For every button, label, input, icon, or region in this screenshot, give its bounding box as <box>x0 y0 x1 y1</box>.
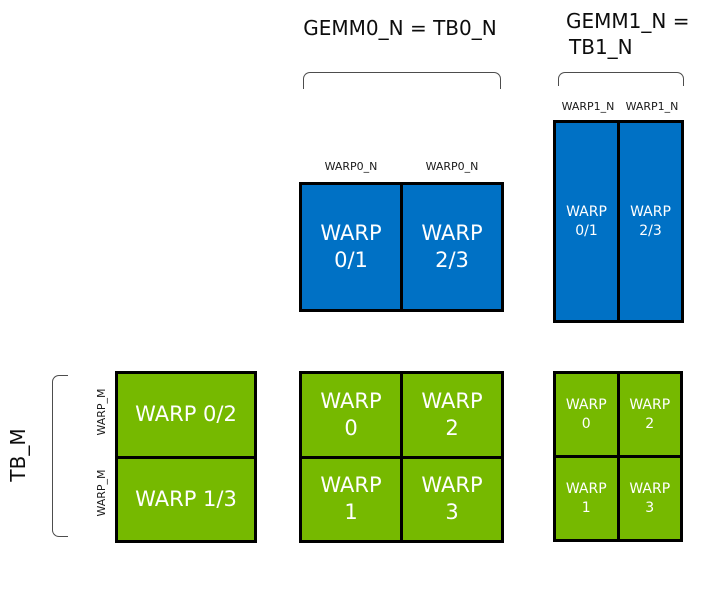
warp-ids: 0/1 <box>575 222 598 239</box>
gemm0-warp-2: WARP 2 <box>403 374 501 456</box>
heading-gemm1-n: GEMM1_N = TB1_N <box>566 8 726 60</box>
label-warp1-n-1: WARP1_N <box>625 100 679 113</box>
label-warp-m-1: WARP_M <box>94 469 108 517</box>
label-warp-m-0: WARP_M <box>94 388 108 436</box>
gemm1-warp-grid: WARP 0 WARP 2 WARP 1 WARP 3 <box>553 371 683 542</box>
gemm0-warp-3: WARP 3 <box>403 458 501 540</box>
gemm1-warp-2: WARP 2 <box>619 374 680 455</box>
heading-gemm0-n: GEMM0_N = TB0_N <box>303 16 497 40</box>
warp-id: 3 <box>645 499 655 516</box>
warp-ids: 2/3 <box>435 248 469 272</box>
gemm0-accum-warp-2-3: WARP 2/3 <box>403 185 501 309</box>
warp-id: 2 <box>445 415 459 440</box>
warp-id: 2 <box>645 415 655 432</box>
gemm1-warp-0: WARP 0 <box>556 374 617 455</box>
tb-m-row-tiles: WARP 0/2 WARP 1/3 <box>115 371 257 543</box>
warp-label: WARP <box>320 388 382 413</box>
gemm0-warp-1: WARP 1 <box>302 458 400 540</box>
tb-row-warp-1-3: WARP 1/3 <box>118 458 254 540</box>
tb-row-warp-0-2: WARP 0/2 <box>118 374 254 456</box>
label-warp0-n-0: WARP0_N <box>324 160 378 173</box>
warp-label: WARP <box>629 480 671 497</box>
label-warp0-n-1: WARP0_N <box>425 160 479 173</box>
warp-label: WARP <box>566 203 607 220</box>
warp-id: 1 <box>581 499 591 516</box>
warp-label: WARP <box>629 396 671 413</box>
gemm0-accumulator-tiles: WARP 0/1 WARP 2/3 <box>299 182 504 312</box>
warp-id: 0 <box>581 415 591 432</box>
warp-label: WARP <box>421 221 483 246</box>
gemm1-accum-warp-2-3: WARP 2/3 <box>620 123 681 320</box>
gemm1-accumulator-tiles: WARP 0/1 WARP 2/3 <box>553 120 684 323</box>
warp-row-label: WARP 0/2 <box>135 402 237 427</box>
warp-label: WARP <box>320 221 382 246</box>
warp-row-label: WARP 1/3 <box>135 486 237 511</box>
warp-id: 0 <box>344 415 358 440</box>
label-warp1-n-0: WARP1_N <box>561 100 615 113</box>
gemm0-warp-0: WARP 0 <box>302 374 400 456</box>
warp-id: 3 <box>445 500 459 525</box>
warp-label: WARP <box>565 480 607 497</box>
gemm0-warp-grid: WARP 0 WARP 2 WARP 1 WARP 3 <box>299 371 504 543</box>
heading-gemm1-n-line1: GEMM1_N = <box>566 9 690 33</box>
warp-label: WARP <box>421 473 483 498</box>
tb-m-bracket <box>52 375 68 537</box>
warp-label: WARP <box>565 396 607 413</box>
warp-label: WARP <box>421 388 483 413</box>
gemm0-n-bracket <box>303 72 501 89</box>
warp-label: WARP <box>320 473 382 498</box>
warp-ids: 2/3 <box>639 222 662 239</box>
warp-ids: 0/1 <box>334 248 368 272</box>
warp-id: 1 <box>344 500 358 525</box>
warp-label: WARP <box>630 203 671 220</box>
label-tb-m: TB_M <box>6 428 30 482</box>
heading-gemm1-n-line2: TB1_N <box>569 35 633 59</box>
gemm1-warp-3: WARP 3 <box>619 458 680 539</box>
gemm0-accum-warp-0-1: WARP 0/1 <box>302 185 400 309</box>
gemm1-n-bracket <box>558 72 684 86</box>
gemm1-warp-1: WARP 1 <box>556 458 617 539</box>
gemm1-accum-warp-0-1: WARP 0/1 <box>556 123 617 320</box>
